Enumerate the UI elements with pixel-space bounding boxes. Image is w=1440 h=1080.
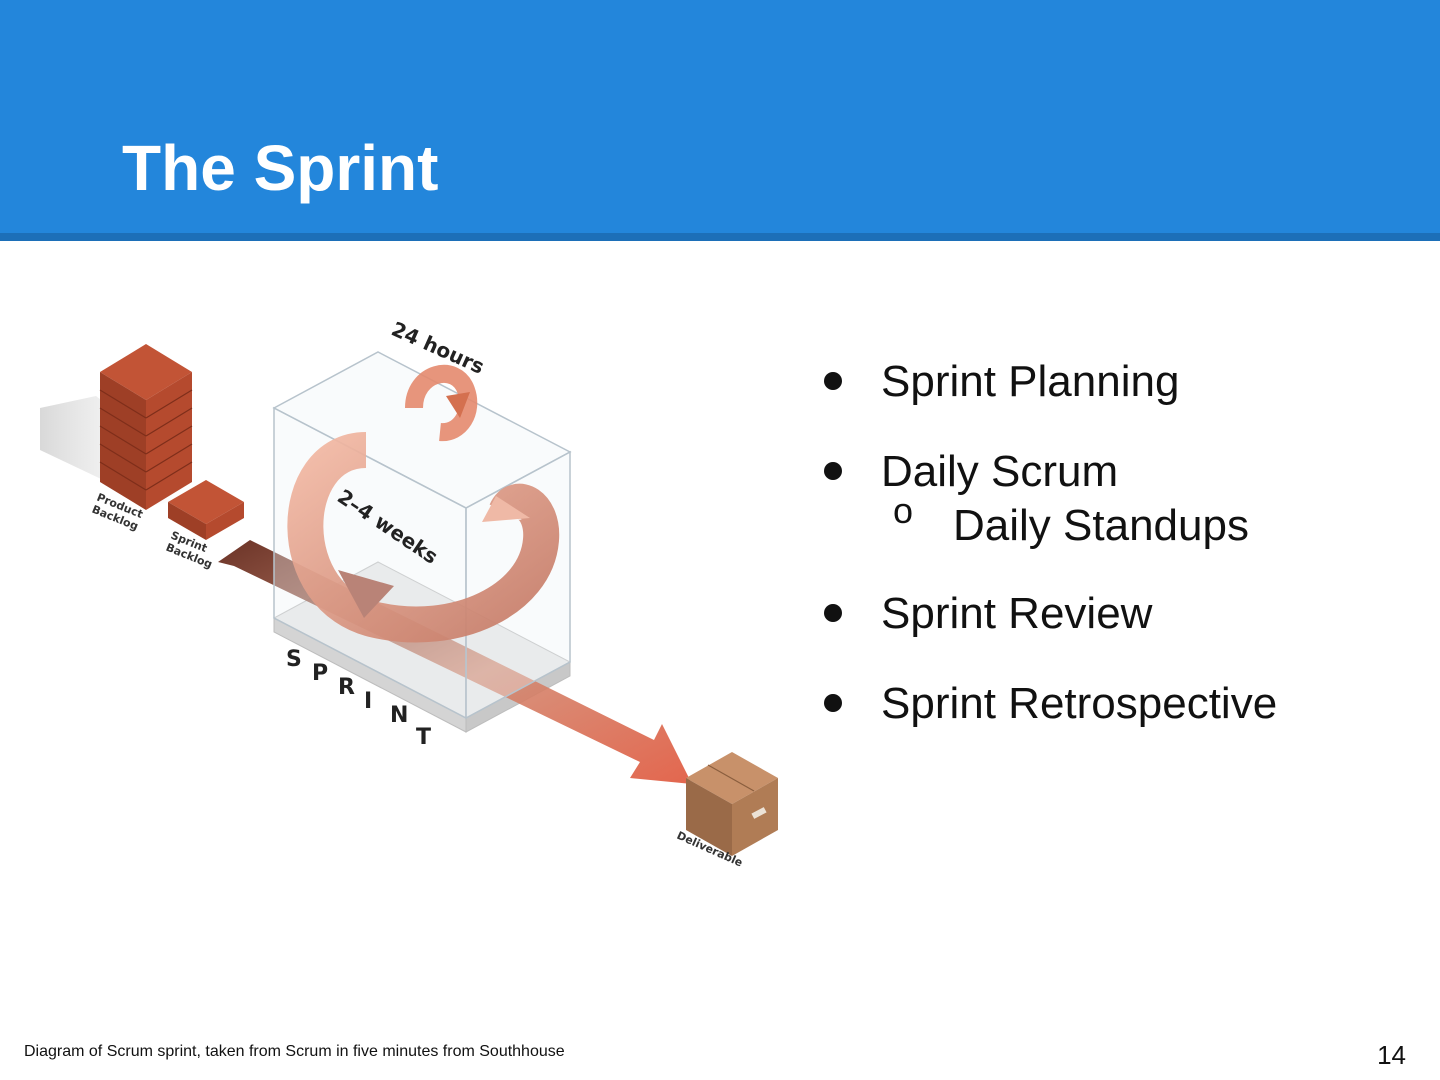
bullet-text: Sprint Retrospective — [881, 679, 1277, 728]
bullet-list: Sprint Planning Daily Scrum o Daily Stan… — [820, 355, 1420, 767]
svg-text:P: P — [312, 661, 328, 686]
sub-list-item: o Daily Standups — [881, 501, 1420, 551]
svg-text:S: S — [286, 647, 302, 672]
image-caption: Diagram of Scrum sprint, taken from Scru… — [24, 1043, 565, 1061]
slide-title: The Sprint — [122, 128, 438, 208]
scrum-sprint-diagram: Product Backlog Sprint Backlog Delive — [36, 300, 786, 900]
list-item: Sprint Review — [820, 587, 1420, 641]
product-backlog-stack — [100, 344, 192, 510]
bullet-dot — [824, 694, 842, 712]
list-item: Sprint Planning — [820, 355, 1420, 409]
svg-text:T: T — [416, 725, 431, 750]
list-item: Daily Scrum o Daily Standups — [820, 445, 1420, 551]
sub-bullet-text: Daily Standups — [953, 501, 1249, 550]
page-number: 14 — [1377, 1040, 1406, 1071]
bullet-text: Sprint Planning — [881, 357, 1179, 406]
svg-text:R: R — [338, 675, 355, 700]
sub-bullet-marker: o — [893, 493, 913, 529]
bullet-text: Sprint Review — [881, 589, 1152, 638]
bullet-dot — [824, 372, 842, 390]
svg-text:N: N — [390, 703, 408, 728]
bullet-dot — [824, 462, 842, 480]
header-divider — [0, 233, 1440, 241]
svg-text:I: I — [364, 689, 372, 714]
bullet-text: Daily Scrum — [881, 447, 1118, 496]
list-item: Sprint Retrospective — [820, 677, 1420, 731]
bullet-dot — [824, 604, 842, 622]
